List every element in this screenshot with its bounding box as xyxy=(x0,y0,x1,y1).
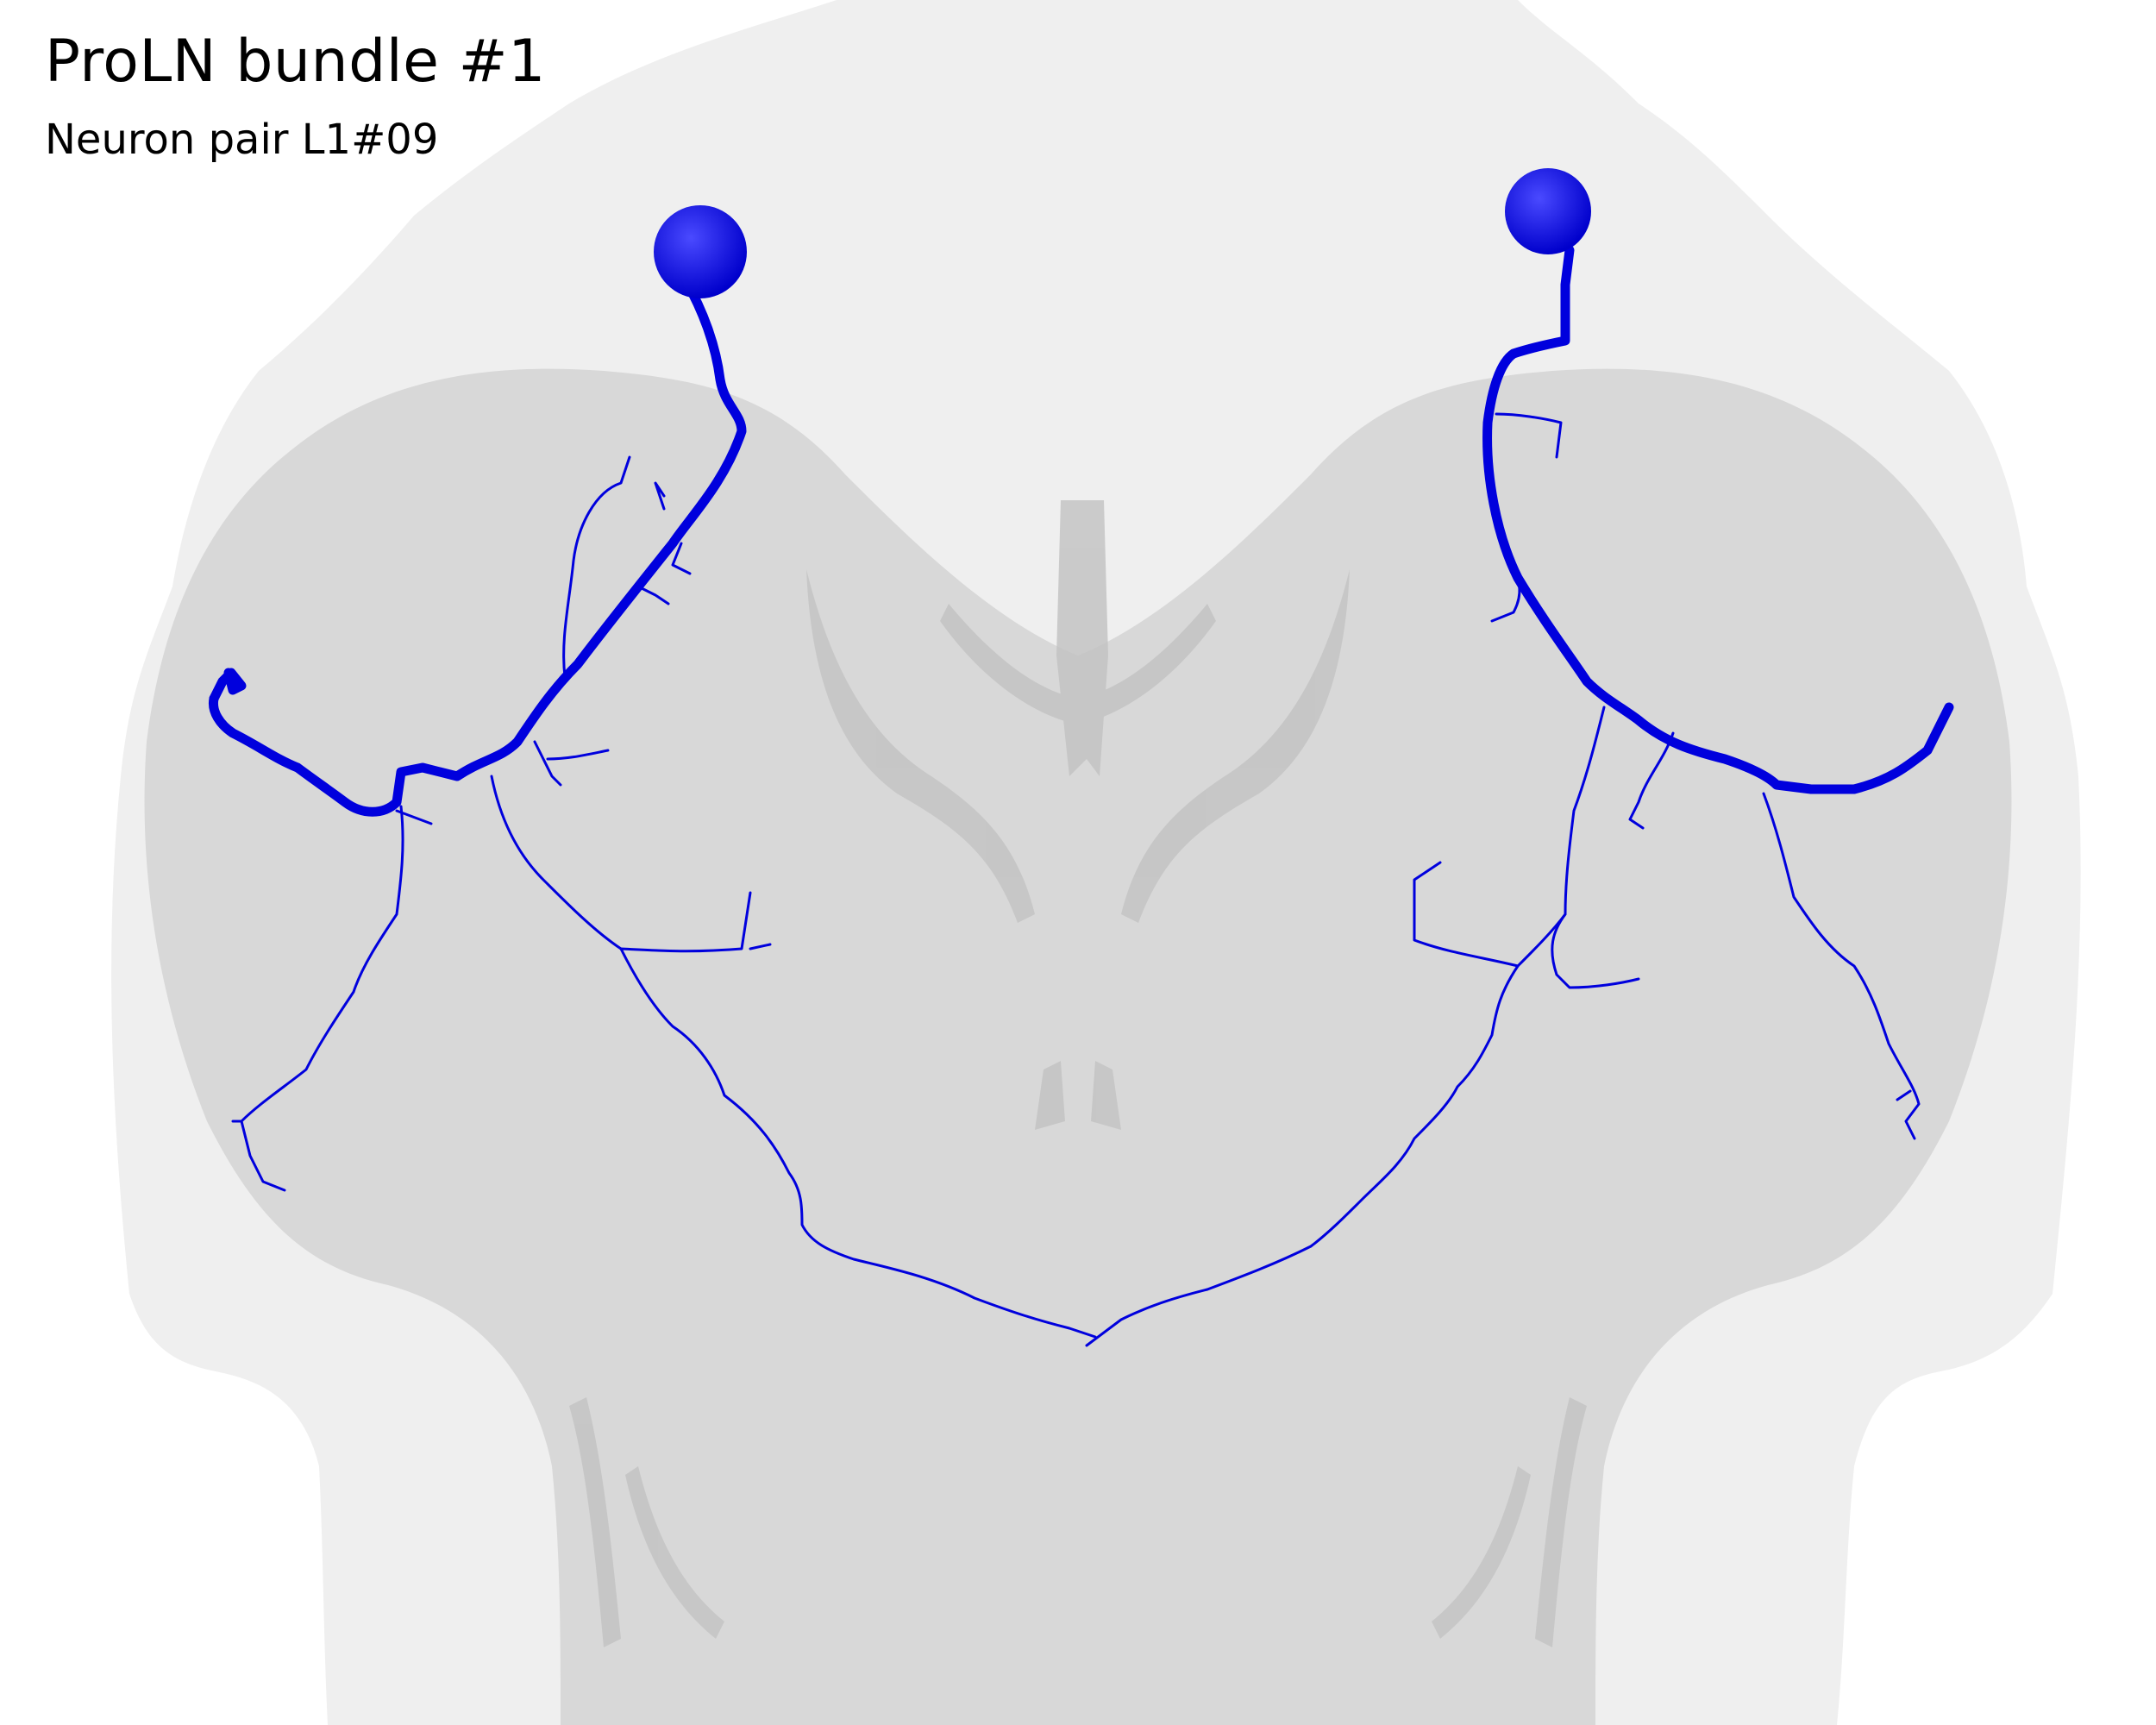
figure-subtitle: Neuron pair L1#09 xyxy=(45,116,439,164)
brain-tissue xyxy=(144,368,2012,1725)
left-primary-axon xyxy=(490,775,1097,1339)
right-primary-axon xyxy=(1085,706,1606,1347)
left-soma-knot xyxy=(209,668,247,704)
left-neuron xyxy=(208,205,1097,1339)
figure-title: ProLN bundle #1 xyxy=(45,28,546,96)
right-neuron xyxy=(1085,168,1954,1347)
inner-structures xyxy=(569,500,1587,1647)
left-main-arbor xyxy=(208,275,747,817)
right-soma xyxy=(1505,168,1591,254)
right-main-arbor xyxy=(1482,245,1954,794)
left-soma xyxy=(654,205,747,298)
